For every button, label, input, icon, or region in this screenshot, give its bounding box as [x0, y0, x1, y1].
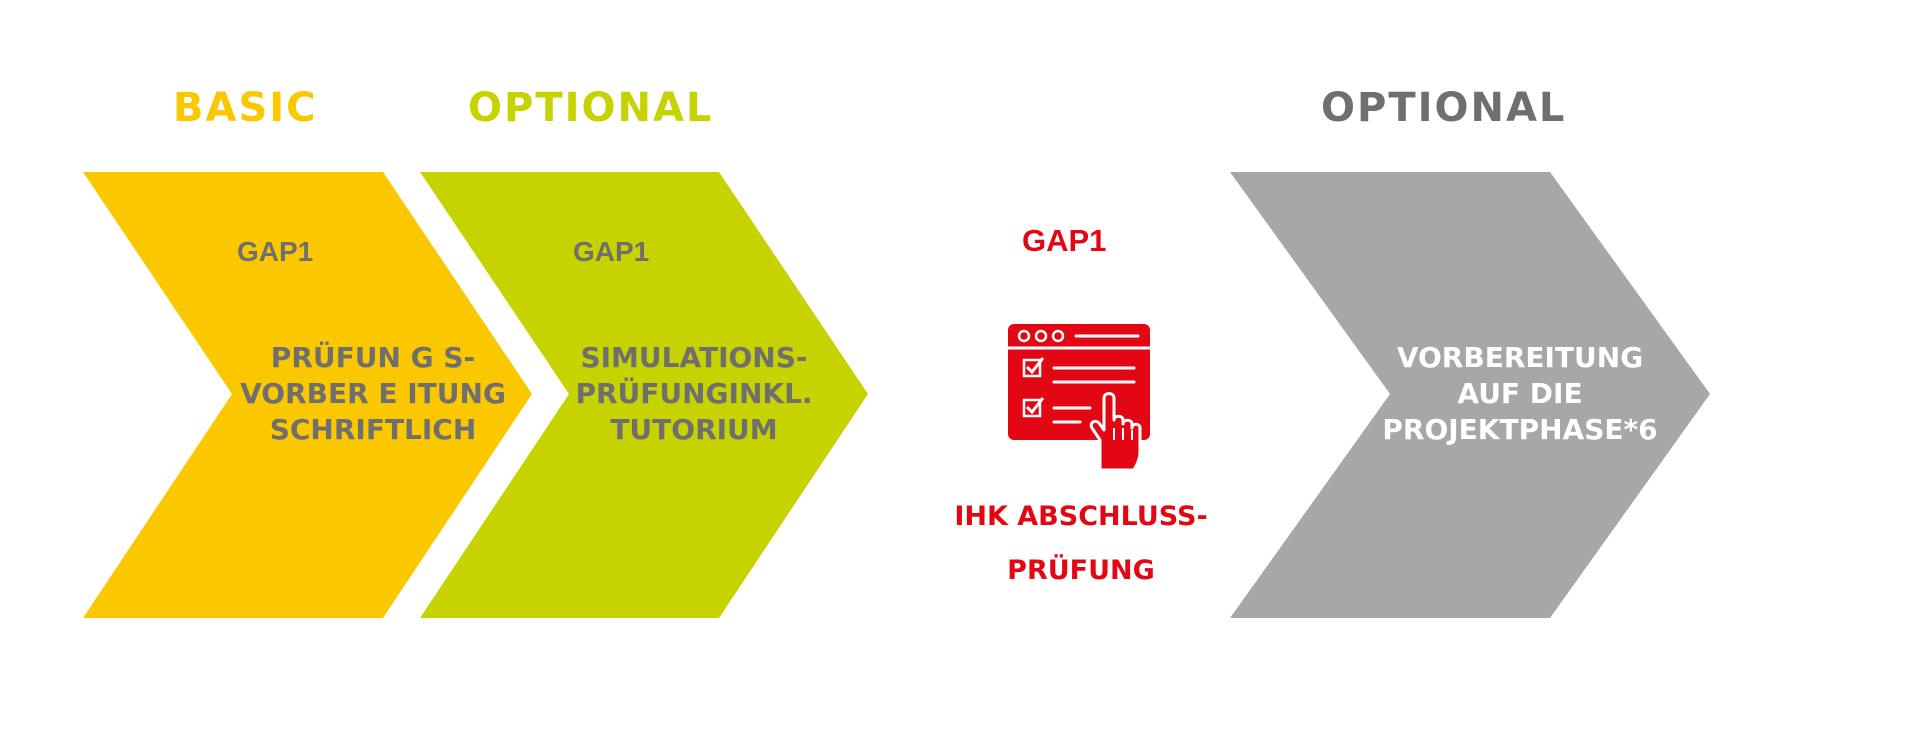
category-optional-grey: OPTIONAL	[1321, 85, 1567, 131]
chevron-basic	[83, 172, 532, 618]
stage-3-line: IHK ABSCHLUSS-	[954, 501, 1208, 532]
stage-1-line: SCHRIFTLICH	[269, 413, 477, 446]
stage-1-line: VORBER E ITUNG	[240, 377, 506, 410]
stage-1-gap-label: GAP1	[237, 236, 314, 267]
stage-4-line: VORBEREITUNG	[1396, 341, 1644, 374]
stage-2-line: TUTORIUM	[610, 413, 778, 446]
chevron-optional-green	[420, 172, 868, 618]
stage-1-description: PRÜFUN G S- VORBER E ITUNG SCHRIFTLICH	[228, 340, 518, 448]
stage-4-line: PROJEKTPHASE*6	[1382, 413, 1658, 446]
stage-3-description: IHK ABSCHLUSS- PRÜFUNG	[946, 490, 1216, 598]
stage-4-description: VORBEREITUNG AUF DIE PROJEKTPHASE*6	[1360, 340, 1680, 448]
stage-1-line: PRÜFUN G S-	[270, 341, 476, 374]
category-optional-green: OPTIONAL	[468, 85, 714, 131]
category-basic: BASIC	[173, 85, 318, 131]
stage-2-gap-label: GAP1	[573, 236, 650, 267]
online-exam-icon	[1008, 324, 1150, 472]
stage-3-gap-label: GAP1	[1022, 223, 1107, 258]
stage-2-line: PRÜFUNGINKL.	[575, 377, 813, 410]
stage-3-line: PRÜFUNG	[1007, 555, 1155, 586]
stage-2-description: SIMULATIONS- PRÜFUNGINKL. TUTORIUM	[564, 340, 824, 448]
chevron-optional-grey	[1230, 172, 1710, 618]
stage-2-line: SIMULATIONS-	[580, 341, 808, 374]
stage-4-line: AUF DIE	[1457, 377, 1583, 410]
